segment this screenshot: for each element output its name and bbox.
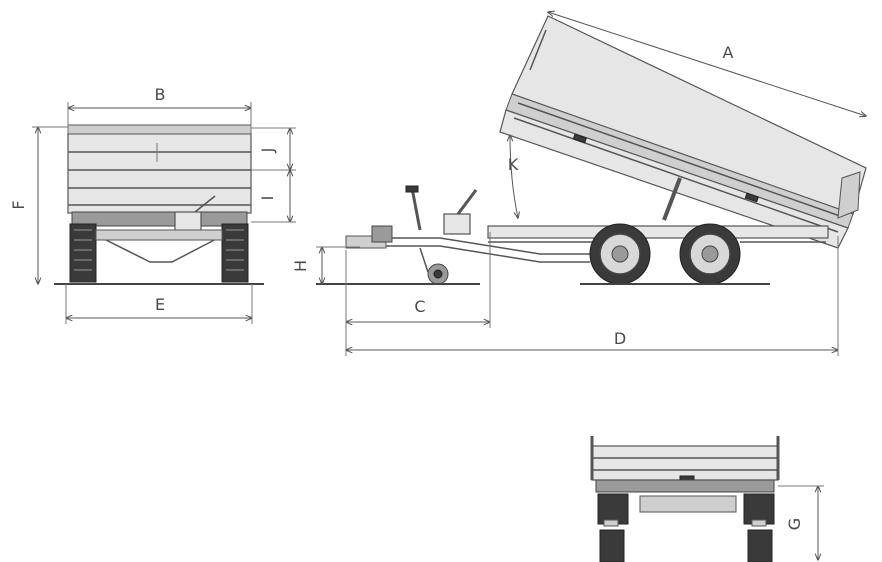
label-e: E [155, 295, 165, 314]
dimension-j: J [251, 128, 296, 170]
label-f: F [9, 200, 28, 209]
rear-view [54, 124, 264, 285]
label-k: K [508, 155, 519, 174]
dimension-c: C [346, 232, 490, 356]
rear-wheels [589, 223, 741, 285]
label-j: J [258, 148, 277, 154]
dimension-d: D [346, 236, 838, 356]
dimension-k: K [508, 135, 519, 218]
dimension-a: A [548, 12, 866, 116]
dimension-g: G [778, 486, 824, 560]
label-b: B [155, 85, 166, 104]
label-g: G [785, 518, 804, 530]
label-h: H [291, 260, 310, 272]
tipper-body [499, 15, 867, 249]
label-a: A [723, 43, 734, 62]
label-i: I [258, 196, 277, 201]
front-view [590, 436, 780, 562]
dimension-i: I [251, 170, 296, 222]
dimension-e: E [66, 284, 252, 324]
dimension-h: H [291, 247, 360, 284]
dimension-f: F [9, 127, 68, 284]
label-d: D [614, 329, 626, 348]
label-c: C [414, 297, 425, 316]
side-view [316, 15, 867, 285]
